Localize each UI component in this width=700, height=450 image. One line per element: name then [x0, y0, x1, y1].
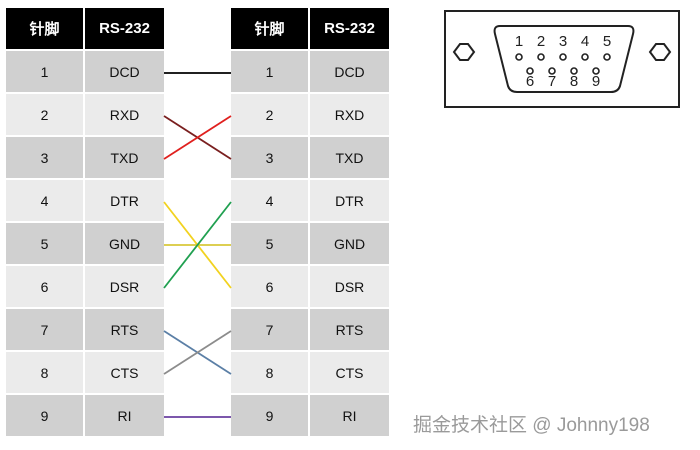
pin-number-label: 4	[581, 33, 589, 50]
left-pin-cell: 8	[6, 352, 83, 393]
pin-number-label: 6	[526, 73, 534, 90]
right-signal-cell: RTS	[310, 309, 389, 350]
pin-number-label: 7	[548, 73, 556, 90]
right-header-signal: RS-232	[310, 8, 389, 49]
right-row-6: 6 DSR	[231, 266, 389, 307]
pin-number-label: 9	[592, 73, 600, 90]
left-row-3: 3 TXD	[6, 137, 164, 178]
pin-number-label: 5	[603, 33, 611, 50]
left-signal-cell: RTS	[85, 309, 164, 350]
right-pin-cell: 2	[231, 94, 308, 135]
pin-hole	[526, 67, 534, 75]
left-pin-cell: 7	[6, 309, 83, 350]
wire-3-to-2	[163, 115, 232, 160]
left-header-pin: 针脚	[6, 8, 83, 49]
right-pin-cell: 9	[231, 395, 308, 436]
left-signal-cell: TXD	[85, 137, 164, 178]
left-pin-cell: 4	[6, 180, 83, 221]
right-pin-cell: 5	[231, 223, 308, 264]
pin-number-label: 1	[515, 33, 523, 50]
right-pin-cell: 4	[231, 180, 308, 221]
right-table-header: 针脚 RS-232	[231, 8, 389, 49]
left-signal-cell: RXD	[85, 94, 164, 135]
right-header-pin: 针脚	[231, 8, 308, 49]
right-row-3: 3 TXD	[231, 137, 389, 178]
right-signal-cell: DSR	[310, 266, 389, 307]
right-pin-cell: 1	[231, 51, 308, 92]
right-row-4: 4 DTR	[231, 180, 389, 221]
pin-number-label: 3	[559, 33, 567, 50]
right-signal-cell: DTR	[310, 180, 389, 221]
left-pin-table: 针脚 RS-232 1 DCD 2 RXD 3 TXD 4 DTR 5 GND …	[6, 8, 164, 438]
left-screw-icon	[452, 43, 476, 61]
right-signal-cell: RI	[310, 395, 389, 436]
wire-6-to-4	[163, 201, 232, 289]
left-row-6: 6 DSR	[6, 266, 164, 307]
left-table-header: 针脚 RS-232	[6, 8, 164, 49]
right-row-1: 1 DCD	[231, 51, 389, 92]
left-row-2: 2 RXD	[6, 94, 164, 135]
left-pin-cell: 1	[6, 51, 83, 92]
left-signal-cell: DTR	[85, 180, 164, 221]
right-pin-cell: 7	[231, 309, 308, 350]
left-pin-cell: 6	[6, 266, 83, 307]
right-row-7: 7 RTS	[231, 309, 389, 350]
left-row-4: 4 DTR	[6, 180, 164, 221]
left-row-9: 9 RI	[6, 395, 164, 436]
wire-8-to-7	[163, 330, 232, 375]
pin-hole	[581, 53, 589, 61]
left-header-signal: RS-232	[85, 8, 164, 49]
pin-number-label: 8	[570, 73, 578, 90]
right-pin-cell: 3	[231, 137, 308, 178]
pin-hole	[559, 53, 567, 61]
right-signal-cell: TXD	[310, 137, 389, 178]
left-pin-cell: 9	[6, 395, 83, 436]
right-signal-cell: DCD	[310, 51, 389, 92]
left-signal-cell: GND	[85, 223, 164, 264]
pin-hole	[515, 53, 523, 61]
left-pin-cell: 3	[6, 137, 83, 178]
left-signal-cell: DSR	[85, 266, 164, 307]
right-row-9: 9 RI	[231, 395, 389, 436]
pin-hole	[603, 53, 611, 61]
right-screw-icon	[648, 43, 672, 61]
left-row-8: 8 CTS	[6, 352, 164, 393]
watermark-text: 掘金技术社区 @ Johnny198	[413, 415, 650, 436]
right-pin-table: 针脚 RS-232 1 DCD 2 RXD 3 TXD 4 DTR 5 GND …	[231, 8, 389, 438]
left-row-1: 1 DCD	[6, 51, 164, 92]
left-signal-cell: RI	[85, 395, 164, 436]
pin-hole	[570, 67, 578, 75]
left-pin-cell: 2	[6, 94, 83, 135]
left-pin-cell: 5	[6, 223, 83, 264]
right-signal-cell: CTS	[310, 352, 389, 393]
right-pin-cell: 8	[231, 352, 308, 393]
right-signal-cell: RXD	[310, 94, 389, 135]
d-sub-shell	[493, 25, 635, 93]
left-row-5: 5 GND	[6, 223, 164, 264]
left-signal-cell: CTS	[85, 352, 164, 393]
right-row-2: 2 RXD	[231, 94, 389, 135]
pin-number-label: 2	[537, 33, 545, 50]
db9-connector-icon: 1 2 3 4 5 6 7 8 9	[444, 10, 680, 108]
right-signal-cell: GND	[310, 223, 389, 264]
right-row-8: 8 CTS	[231, 352, 389, 393]
left-signal-cell: DCD	[85, 51, 164, 92]
pin-hole	[548, 67, 556, 75]
pin-hole	[592, 67, 600, 75]
right-row-5: 5 GND	[231, 223, 389, 264]
right-pin-cell: 6	[231, 266, 308, 307]
left-row-7: 7 RTS	[6, 309, 164, 350]
pin-hole	[537, 53, 545, 61]
